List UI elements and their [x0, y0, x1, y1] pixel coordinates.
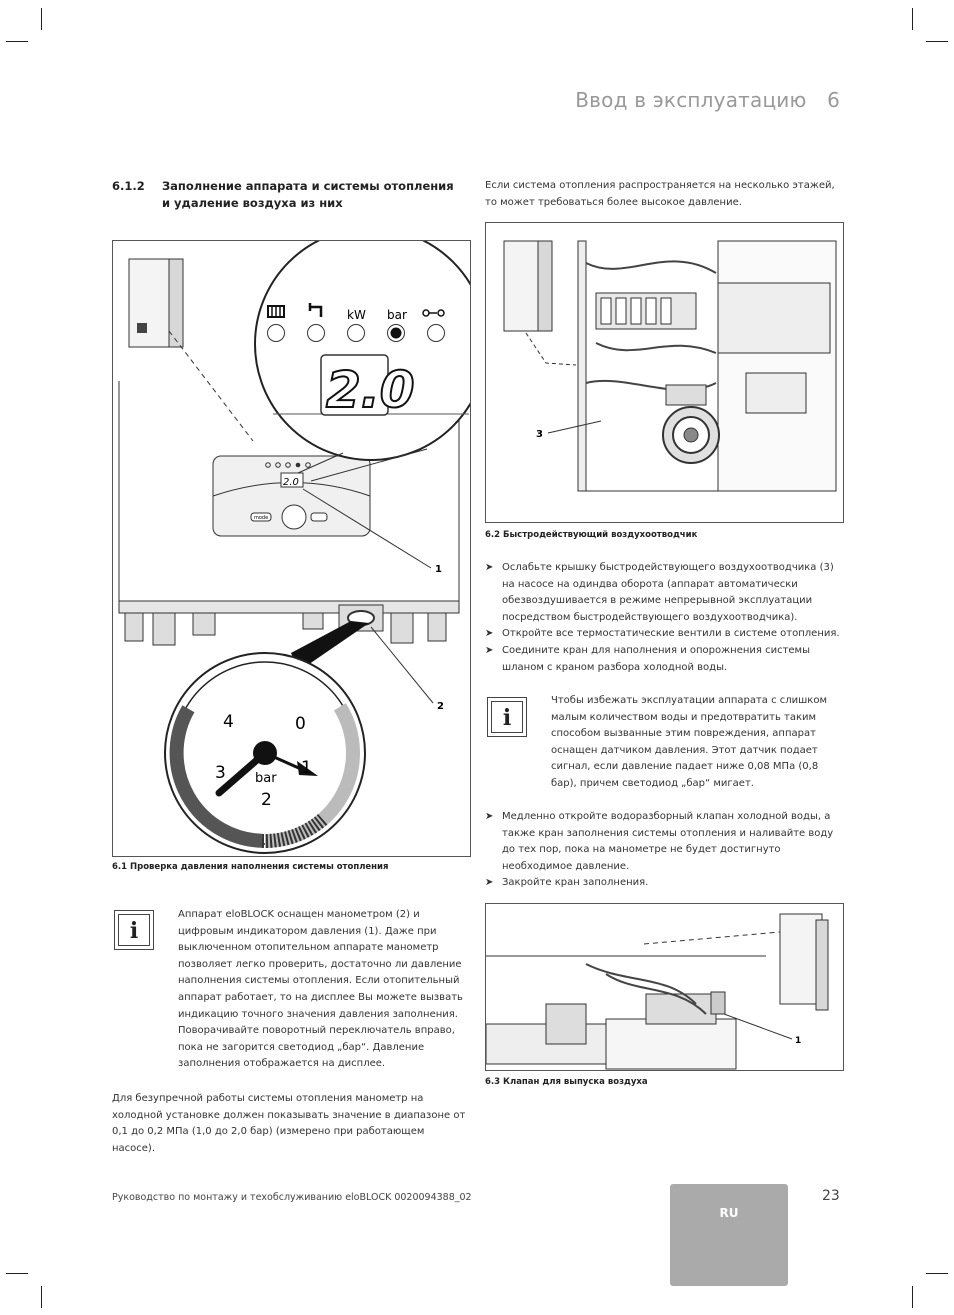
gauge-number-1: 1 [301, 758, 312, 778]
bullet-item: ➤ Закройте кран заполнения. [485, 875, 840, 892]
svg-text:2.0: 2.0 [283, 477, 299, 488]
crop-mark [6, 41, 28, 42]
section-number: 6.1.2 [112, 179, 145, 193]
crop-mark [41, 1286, 42, 1308]
info-note-right: Чтобы избежать эксплуатации аппарата с с… [551, 695, 828, 789]
figure-pressure-check: 2.0 mode 2.0 kW bar [112, 240, 471, 857]
callout-1: 1 [795, 1036, 801, 1046]
panel-label-kw: kW [347, 308, 366, 322]
panel-label-bar: bar [387, 308, 407, 322]
info-note-left: Аппарат eloBLOCK оснащен манометром (2) … [178, 909, 463, 1070]
key-icon [422, 309, 445, 317]
boiler-thumbnail [503, 240, 553, 332]
figure-air-release-valve: 1 [485, 903, 844, 1071]
tap-icon [308, 303, 323, 317]
pressure-gauge: 4 0 3 1 2 bar [164, 652, 366, 854]
gauge-number-2: 2 [261, 790, 272, 810]
bullet-item: ➤ Медленно откройте водоразборный клапан… [485, 811, 834, 872]
air-vent-illustration: 3 [503, 240, 837, 492]
language-tab: RU [670, 1184, 788, 1286]
crop-mark [912, 1286, 913, 1308]
crop-mark [912, 8, 913, 30]
running-header: Ввод в эксплуатацию 6 [575, 88, 840, 112]
boiler-thumbnail [779, 913, 829, 1011]
chapter-title: Ввод в эксплуатацию [575, 88, 807, 112]
arrow-bullet-icon: ➤ [485, 877, 494, 888]
mode-button-label: mode [254, 515, 268, 521]
figure1-caption: 6.1 Проверка давления наполнения системы… [112, 862, 389, 872]
boiler-thumbnail [128, 258, 184, 348]
arrow-bullet-icon: ➤ [485, 645, 494, 656]
crop-mark [6, 1273, 28, 1274]
crop-mark [41, 8, 42, 30]
section-title: Заполнение аппарата и системы отопления … [162, 179, 454, 210]
gauge-number-0: 0 [295, 714, 306, 734]
arrow-bullet-icon: ➤ [485, 562, 494, 573]
footer-manual-title: Руководство по монтажу и техобслуживанию… [112, 1192, 472, 1203]
boiler-illustration: 2.0 mode 2.0 kW bar [118, 241, 470, 854]
crop-mark [926, 41, 948, 42]
bullet-item: ➤ Ослабьте крышку быстродействующего воз… [485, 562, 834, 623]
crop-mark [926, 1273, 948, 1274]
bottom-paragraph: Для безупречной работы системы отопления… [112, 1093, 466, 1154]
bullet-item: ➤ Соедините кран для наполнения и опорож… [485, 645, 810, 673]
valve-illustration: 1 [486, 913, 829, 1070]
arrow-bullet-icon: ➤ [485, 628, 494, 639]
callout-1: 1 [435, 564, 442, 575]
figure2-caption: 6.2 Быстродействующий воздухоотводчик [485, 530, 698, 540]
digital-display: 2.0 [326, 361, 415, 419]
arrow-bullet-icon: ➤ [485, 811, 494, 822]
chapter-number: 6 [827, 88, 840, 112]
gauge-unit: bar [255, 771, 277, 786]
right-intro-text: Если система отопления распространяется … [485, 180, 835, 208]
gauge-number-4: 4 [223, 712, 234, 732]
figure3-caption: 6.3 Клапан для выпуска воздуха [485, 1077, 648, 1087]
radiator-icon [267, 305, 285, 318]
info-icon: i [114, 910, 154, 950]
info-icon: i [487, 697, 527, 737]
callout-2: 2 [437, 701, 444, 712]
gauge-number-3: 3 [215, 763, 226, 783]
figure-air-vent: 3 [485, 222, 844, 523]
page-number: 23 [822, 1188, 840, 1204]
callout-3: 3 [536, 429, 543, 440]
section-heading: 6.1.2 Заполнение аппарата и системы отоп… [112, 178, 462, 212]
bullet-item: ➤ Откройте все термостатические вентили … [485, 626, 840, 643]
